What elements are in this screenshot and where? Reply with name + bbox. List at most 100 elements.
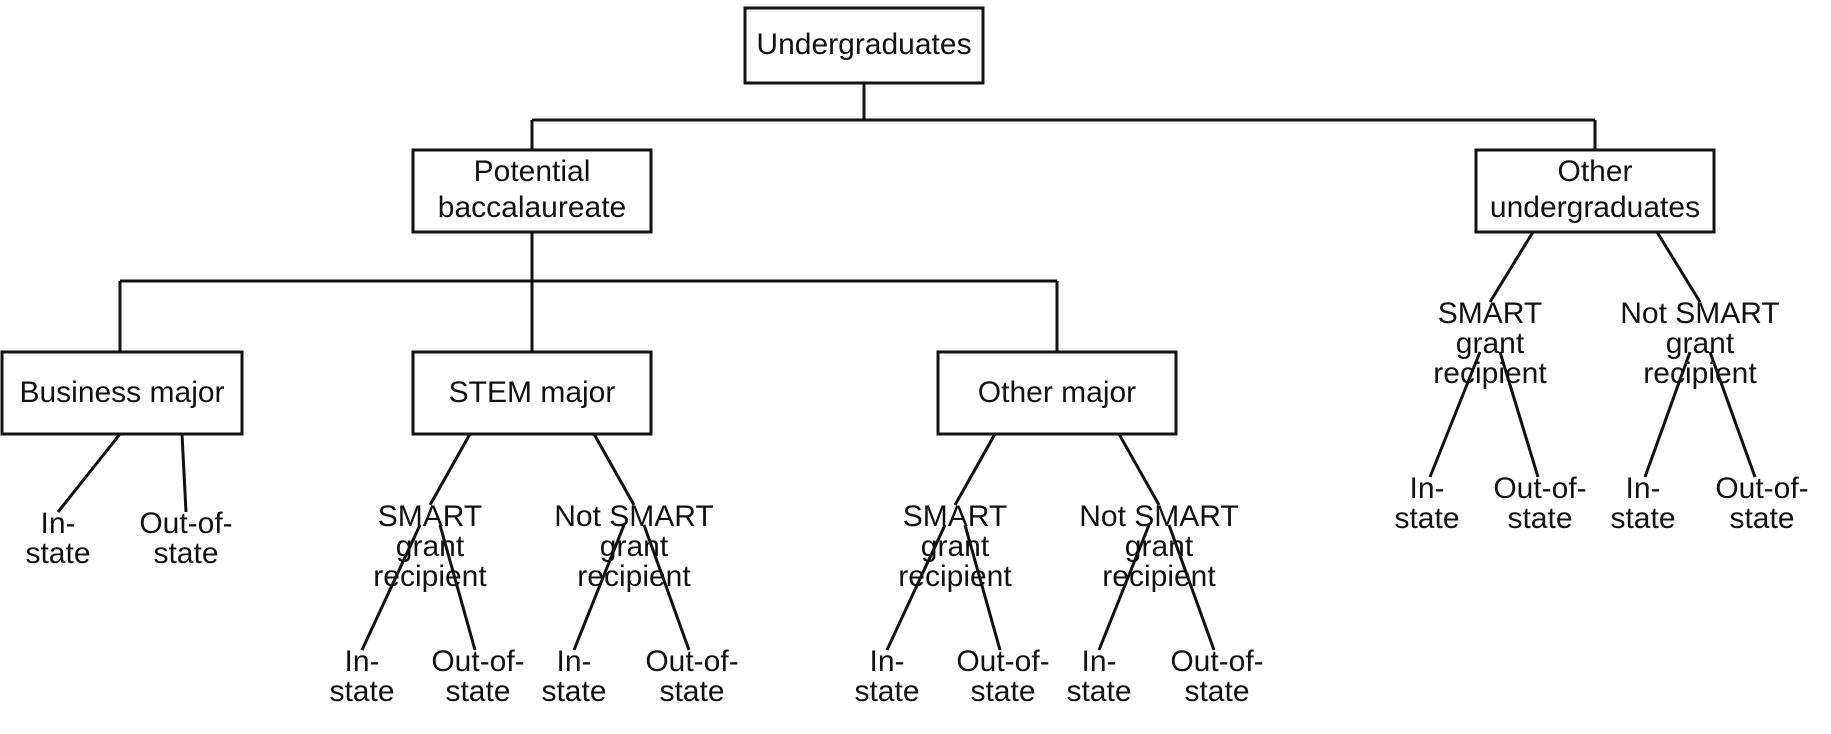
node-stem-smart-line3: recipient: [373, 560, 487, 593]
leaf-business-in-state-line1: In-: [40, 507, 75, 540]
node-stem-major-box[interactable]: [411, 350, 653, 436]
node-potential-baccalaureate-label-line1: Potential: [474, 155, 591, 188]
node-stem-major[interactable]: STEM major: [411, 350, 653, 436]
node-othermajor-smart-line3: recipient: [898, 560, 1012, 593]
node-otherundergrad-notsmart-line2: grant: [1666, 327, 1735, 360]
node-otherundergrad-not-smart-grant-recipient[interactable]: Not SMART grant recipient: [1620, 297, 1779, 390]
node-undergraduates-box[interactable]: [743, 6, 985, 85]
leaf-stem-smart-out-of-state-line1: Out-of-: [431, 645, 524, 678]
leaf-otherundergrad-notsmart-out-of-state-line2: state: [1729, 502, 1794, 535]
leaf-otherundergrad-notsmart-out-of-state-line1: Out-of-: [1715, 472, 1808, 505]
edge-othermajor-smart-to-outstate: [963, 524, 1002, 651]
edge-layer: [56, 83, 1757, 651]
node-other-undergraduates-label-line1: Other: [1557, 155, 1632, 188]
node-stem-smart-line1: SMART: [378, 500, 482, 533]
node-stem-notsmart-line1: Not SMART: [554, 500, 713, 533]
node-undergraduates[interactable]: Undergraduates: [743, 6, 985, 85]
edge-stem-to-smart: [428, 433, 472, 506]
edge-otherundergrad-notsmart-to-instate: [1643, 351, 1692, 478]
leaf-otherundergrad-notsmart-out-of-state[interactable]: Out-of- state: [1715, 472, 1808, 535]
leaf-stem-smart-in-state[interactable]: In- state: [329, 645, 394, 708]
edge-stem-notsmart-to-instate: [572, 524, 626, 651]
edge-othermajor-smart-to-instate: [885, 524, 947, 651]
edge-otherundergrad-smart-to-instate: [1428, 351, 1482, 478]
leaf-business-in-state[interactable]: In- state: [25, 507, 90, 570]
node-othermajor-notsmart-line1: Not SMART: [1079, 500, 1238, 533]
node-potential-baccalaureate[interactable]: Potential baccalaureate: [411, 148, 653, 234]
node-otherundergrad-smart-line2: grant: [1456, 327, 1525, 360]
leaf-othermajor-notsmart-in-state[interactable]: In- state: [1066, 645, 1131, 708]
node-othermajor-smart-grant-recipient[interactable]: SMART grant recipient: [898, 500, 1012, 593]
leaf-othermajor-smart-in-state[interactable]: In- state: [854, 645, 919, 708]
leaf-stem-smart-in-state-line1: In-: [344, 645, 379, 678]
node-undergraduates-label: Undergraduates: [756, 28, 971, 61]
leaf-business-in-state-line2: state: [25, 537, 90, 570]
node-otherundergrad-smart-line3: recipient: [1433, 357, 1547, 390]
node-otherundergrad-smart-grant-recipient[interactable]: SMART grant recipient: [1433, 297, 1547, 390]
leaf-stem-notsmart-out-of-state[interactable]: Out-of- state: [645, 645, 738, 708]
node-other-undergraduates[interactable]: Other undergraduates: [1474, 148, 1716, 234]
node-otherundergrad-notsmart-line1: Not SMART: [1620, 297, 1779, 330]
leaf-otherundergrad-smart-out-of-state-line1: Out-of-: [1493, 472, 1586, 505]
edge-othermajor-to-smart: [953, 433, 997, 506]
leaf-otherundergrad-notsmart-in-state-line2: state: [1610, 502, 1675, 535]
node-business-major-label: Business major: [19, 376, 224, 409]
leaf-otherundergrad-smart-in-state-line1: In-: [1409, 472, 1444, 505]
node-business-major[interactable]: Business major: [0, 350, 244, 436]
leaf-stem-smart-out-of-state-line2: state: [445, 675, 510, 708]
leaf-stem-smart-out-of-state[interactable]: Out-of- state: [431, 645, 524, 708]
leaf-otherundergrad-notsmart-in-state-line1: In-: [1625, 472, 1660, 505]
edge-otherundergrad-notsmart-to-outstate: [1708, 351, 1757, 478]
node-stem-smart-line2: grant: [396, 530, 465, 563]
edge-stem-smart-to-instate: [360, 524, 422, 651]
leaf-otherundergrad-notsmart-in-state[interactable]: In- state: [1610, 472, 1675, 535]
leaf-stem-notsmart-in-state[interactable]: In- state: [541, 645, 606, 708]
edge-otherundergrad-smart-to-outstate: [1498, 351, 1540, 478]
leaf-othermajor-notsmart-out-of-state[interactable]: Out-of- state: [1170, 645, 1263, 708]
leaf-stem-notsmart-in-state-line1: In-: [556, 645, 591, 678]
leaf-stem-notsmart-out-of-state-line2: state: [659, 675, 724, 708]
node-other-undergraduates-box[interactable]: [1474, 148, 1716, 234]
edge-otherundergrad-to-smart: [1488, 231, 1535, 303]
node-other-undergraduates-label-line2: undergraduates: [1490, 191, 1700, 224]
leaf-stem-smart-in-state-line2: state: [329, 675, 394, 708]
leaf-stem-notsmart-out-of-state-line1: Out-of-: [645, 645, 738, 678]
node-otherundergrad-smart-line1: SMART: [1438, 297, 1542, 330]
leaf-othermajor-smart-out-of-state-line1: Out-of-: [956, 645, 1049, 678]
edge-othermajor-to-notsmart: [1117, 433, 1161, 506]
node-stem-notsmart-line2: grant: [600, 530, 669, 563]
node-other-major-label: Other major: [978, 376, 1136, 409]
edge-stem-smart-to-outstate: [438, 524, 477, 651]
node-othermajor-notsmart-line2: grant: [1125, 530, 1194, 563]
leaf-othermajor-smart-in-state-line1: In-: [869, 645, 904, 678]
node-other-major-box[interactable]: [936, 350, 1178, 436]
leaf-othermajor-notsmart-in-state-line1: In-: [1081, 645, 1116, 678]
leaf-otherundergrad-smart-in-state[interactable]: In- state: [1394, 472, 1459, 535]
leaf-otherundergrad-smart-out-of-state[interactable]: Out-of- state: [1493, 472, 1586, 535]
node-other-major[interactable]: Other major: [936, 350, 1178, 436]
node-potential-baccalaureate-box[interactable]: [411, 148, 653, 234]
edge-business-to-outstate: [180, 433, 188, 513]
edge-stem-notsmart-to-outstate: [642, 524, 691, 651]
edge-otherundergrad-to-notsmart: [1655, 231, 1702, 303]
node-othermajor-smart-line1: SMART: [903, 500, 1007, 533]
leaf-othermajor-smart-out-of-state-line2: state: [970, 675, 1035, 708]
node-othermajor-not-smart-grant-recipient[interactable]: Not SMART grant recipient: [1079, 500, 1238, 593]
edge-business-to-instate: [56, 433, 122, 513]
node-stem-not-smart-grant-recipient[interactable]: Not SMART grant recipient: [554, 500, 713, 593]
node-business-major-box[interactable]: [0, 350, 244, 436]
edge-othermajor-notsmart-to-outstate: [1167, 524, 1216, 651]
leaf-othermajor-smart-out-of-state[interactable]: Out-of- state: [956, 645, 1049, 708]
edge-stem-to-notsmart: [592, 433, 636, 506]
node-othermajor-smart-line2: grant: [921, 530, 990, 563]
leaf-stem-notsmart-in-state-line2: state: [541, 675, 606, 708]
leaf-otherundergrad-smart-in-state-line2: state: [1394, 502, 1459, 535]
leaf-business-out-of-state[interactable]: Out-of- state: [139, 507, 232, 570]
node-stem-smart-grant-recipient[interactable]: SMART grant recipient: [373, 500, 487, 593]
leaf-business-out-of-state-line2: state: [153, 537, 218, 570]
edge-othermajor-notsmart-to-instate: [1097, 524, 1151, 651]
node-stem-notsmart-line3: recipient: [577, 560, 691, 593]
leaf-otherundergrad-smart-out-of-state-line2: state: [1507, 502, 1572, 535]
